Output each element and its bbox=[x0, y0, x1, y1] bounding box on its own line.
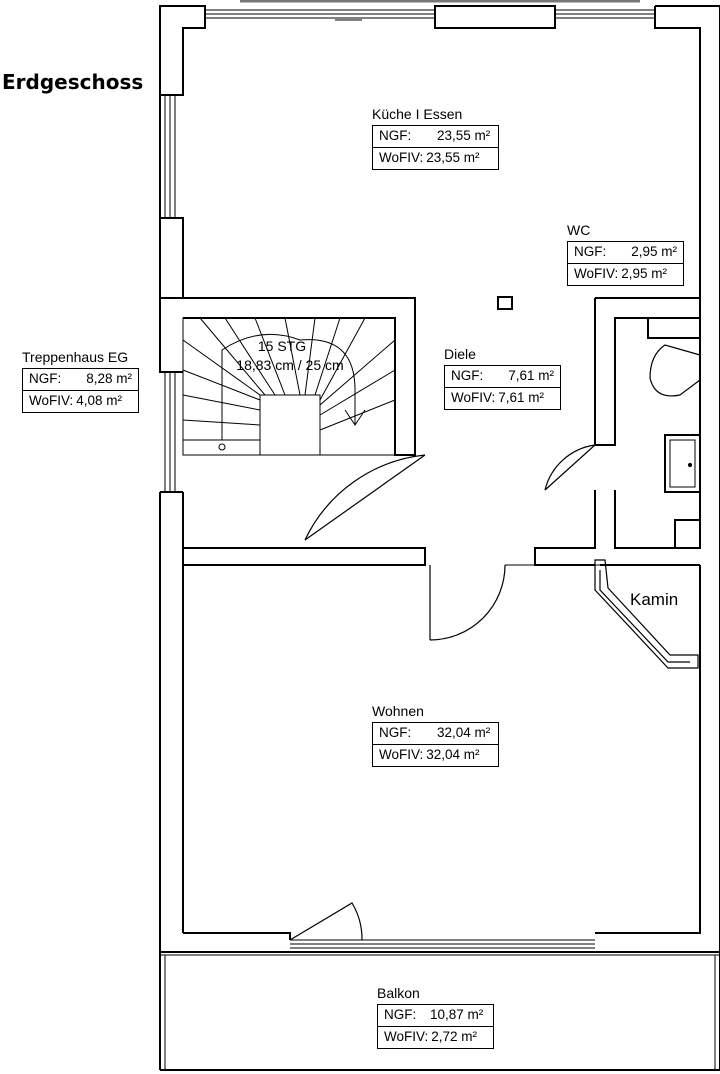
room-wc: WC NGF:2,95 m² WoFIV:2,95 m² bbox=[567, 222, 684, 286]
ngf-value: 2,95 m² bbox=[631, 244, 677, 259]
wofiv-row: WoFIV:2,95 m² bbox=[568, 263, 683, 285]
room-name: Balkon bbox=[377, 985, 420, 1001]
page-title: Erdgeschoss bbox=[2, 70, 144, 94]
wofiv-value: 4,08 m² bbox=[76, 393, 123, 408]
ngf-label: NGF: bbox=[574, 244, 607, 259]
wofiv-value: 32,04 m² bbox=[426, 747, 480, 762]
wofiv-label: WoFIV: bbox=[574, 266, 619, 281]
room-diele: Diele NGF:7,61 m² WoFIV:7,61 m² bbox=[444, 346, 561, 410]
area-table: NGF:2,95 m² WoFIV:2,95 m² bbox=[567, 241, 684, 286]
kamin-label: Kamin bbox=[630, 590, 679, 609]
wofiv-label: WoFIV: bbox=[379, 150, 424, 165]
room-balkon: Balkon NGF: 10,87 m² WoFIV:2,72 m² bbox=[377, 985, 494, 1049]
area-table: NGF: 10,87 m² WoFIV:2,72 m² bbox=[377, 1004, 494, 1049]
stair-walls bbox=[182, 297, 426, 933]
room-name: Küche I Essen bbox=[372, 106, 463, 122]
wofiv-value: 7,61 m² bbox=[498, 390, 545, 405]
living-walls bbox=[160, 564, 720, 1071]
room-name: Treppenhaus EG bbox=[22, 349, 129, 365]
ngf-label: NGF: bbox=[379, 128, 412, 143]
wofiv-value: 2,95 m² bbox=[621, 266, 668, 281]
area-table: NGF:32,04 m² WoFIV:32,04 m² bbox=[372, 722, 499, 767]
area-table: NGF:23,55 m² WoFIV:23,55 m² bbox=[372, 125, 499, 170]
room-name: Diele bbox=[444, 346, 476, 362]
ngf-row: NGF: 23,55 m² bbox=[373, 126, 498, 147]
ngf-value: 8,28 m² bbox=[86, 371, 132, 386]
stair-label-dimensions: 18,83 cm / 25 cm bbox=[236, 357, 343, 373]
wofiv-row: WoFIV:7,61 m² bbox=[445, 387, 560, 409]
wc-walls bbox=[534, 297, 700, 566]
wofiv-label: WoFIV: bbox=[379, 747, 424, 762]
wofiv-value: 23,55 m² bbox=[426, 150, 480, 165]
ngf-row: NGF: 8,28 m² bbox=[23, 369, 138, 390]
wofiv-label: WoFIV: bbox=[384, 1029, 429, 1044]
room-name: WC bbox=[567, 222, 591, 238]
wofiv-value: 2,72 m² bbox=[431, 1029, 478, 1044]
ngf-row: NGF: 7,61 m² bbox=[445, 366, 560, 387]
ngf-row: NGF: 2,95 m² bbox=[568, 242, 683, 263]
doors bbox=[289, 444, 597, 941]
fixtures bbox=[497, 296, 701, 669]
wofiv-row: WoFIV:23,55 m² bbox=[373, 147, 498, 169]
ngf-row: NGF: 10,87 m² bbox=[378, 1005, 493, 1026]
wofiv-label: WoFIV: bbox=[29, 393, 74, 408]
ngf-label: NGF: bbox=[29, 371, 62, 386]
ngf-label: NGF: bbox=[384, 1007, 417, 1022]
room-kueche-essen: Küche I Essen NGF:23,55 m² WoFIV:23,55 m… bbox=[372, 106, 499, 170]
wofiv-row: WoFIV:2,72 m² bbox=[378, 1026, 493, 1048]
ngf-value: 32,04 m² bbox=[437, 725, 491, 740]
window-frames bbox=[164, 9, 655, 949]
ngf-value: 10,87 m² bbox=[430, 1007, 484, 1022]
area-table: NGF: 8,28 m² WoFIV:4,08 m² bbox=[22, 368, 139, 413]
staircase bbox=[182, 317, 396, 456]
ngf-label: NGF: bbox=[379, 725, 412, 740]
ngf-value: 7,61 m² bbox=[508, 368, 554, 383]
room-wohnen: Wohnen NGF:32,04 m² WoFIV:32,04 m² bbox=[372, 703, 499, 767]
room-name: Wohnen bbox=[372, 703, 424, 719]
wofiv-row: WoFIV:32,04 m² bbox=[373, 744, 498, 766]
ngf-row: NGF: 32,04 m² bbox=[373, 723, 498, 744]
wofiv-label: WoFIV: bbox=[451, 390, 496, 405]
ngf-value: 23,55 m² bbox=[437, 128, 491, 143]
wofiv-row: WoFIV:4,08 m² bbox=[23, 390, 138, 412]
area-table: NGF:7,61 m² WoFIV:7,61 m² bbox=[444, 365, 561, 410]
ngf-label: NGF: bbox=[451, 368, 484, 383]
room-treppenhaus: Treppenhaus EG NGF: 8,28 m² WoFIV:4,08 m² bbox=[22, 349, 139, 413]
stair-label-steps: 15 STG bbox=[258, 338, 306, 354]
